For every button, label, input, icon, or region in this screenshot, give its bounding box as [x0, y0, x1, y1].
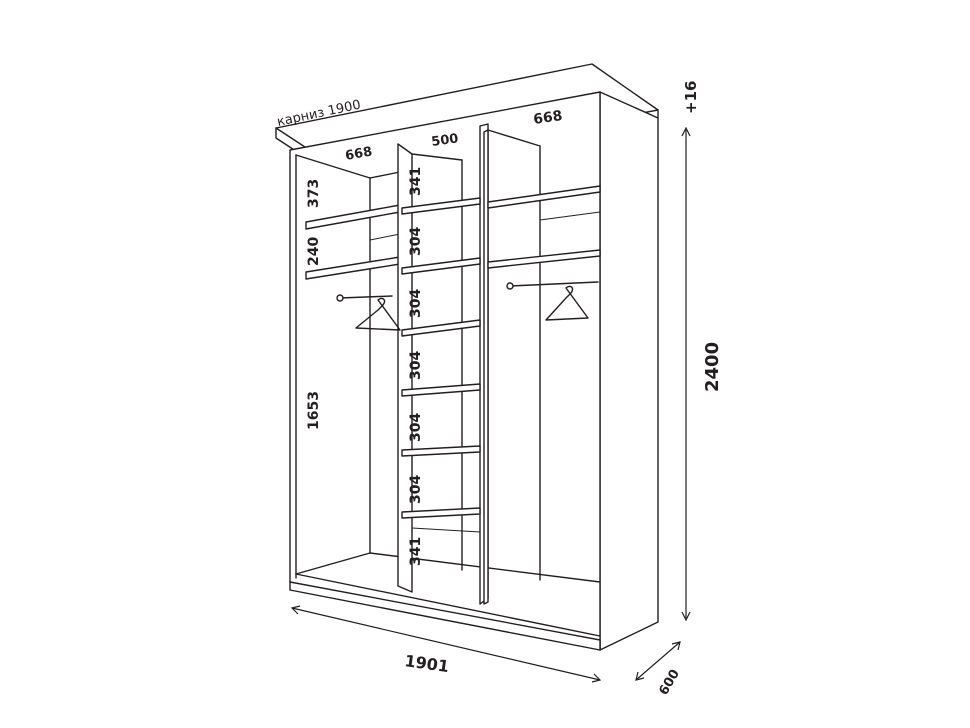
- left-top-shelf-label: 373: [306, 179, 322, 208]
- total-depth-label: 600: [656, 667, 683, 698]
- total-height-label: 2400: [702, 342, 723, 392]
- left-hanging-label: 1653: [306, 391, 322, 430]
- total-width-label: 1901: [403, 651, 450, 676]
- mid-shelf-label-5: 304: [408, 413, 424, 442]
- hanger-icon: [545, 285, 589, 321]
- top-middle-depth-label: 500: [430, 131, 459, 150]
- mid-shelf-label-3: 304: [408, 289, 424, 318]
- hanger-icon: [355, 297, 401, 331]
- dimension-lines: [290, 126, 691, 683]
- mid-shelf-label-1: 341: [408, 167, 424, 196]
- top-left-depth-label: 668: [344, 144, 373, 163]
- mid-shelf-label-4: 304: [408, 351, 424, 380]
- top-right-depth-label: 668: [532, 108, 563, 128]
- wardrobe-carcass: [289, 91, 659, 651]
- right-compartment: [483, 129, 601, 605]
- left-second-shelf-label: 240: [306, 237, 322, 266]
- mid-shelf-label-7: 341: [408, 537, 424, 566]
- cornice-extra-label: +16: [682, 81, 700, 114]
- mid-shelf-label-6: 304: [408, 475, 424, 504]
- mid-shelf-label-2: 304: [408, 227, 424, 256]
